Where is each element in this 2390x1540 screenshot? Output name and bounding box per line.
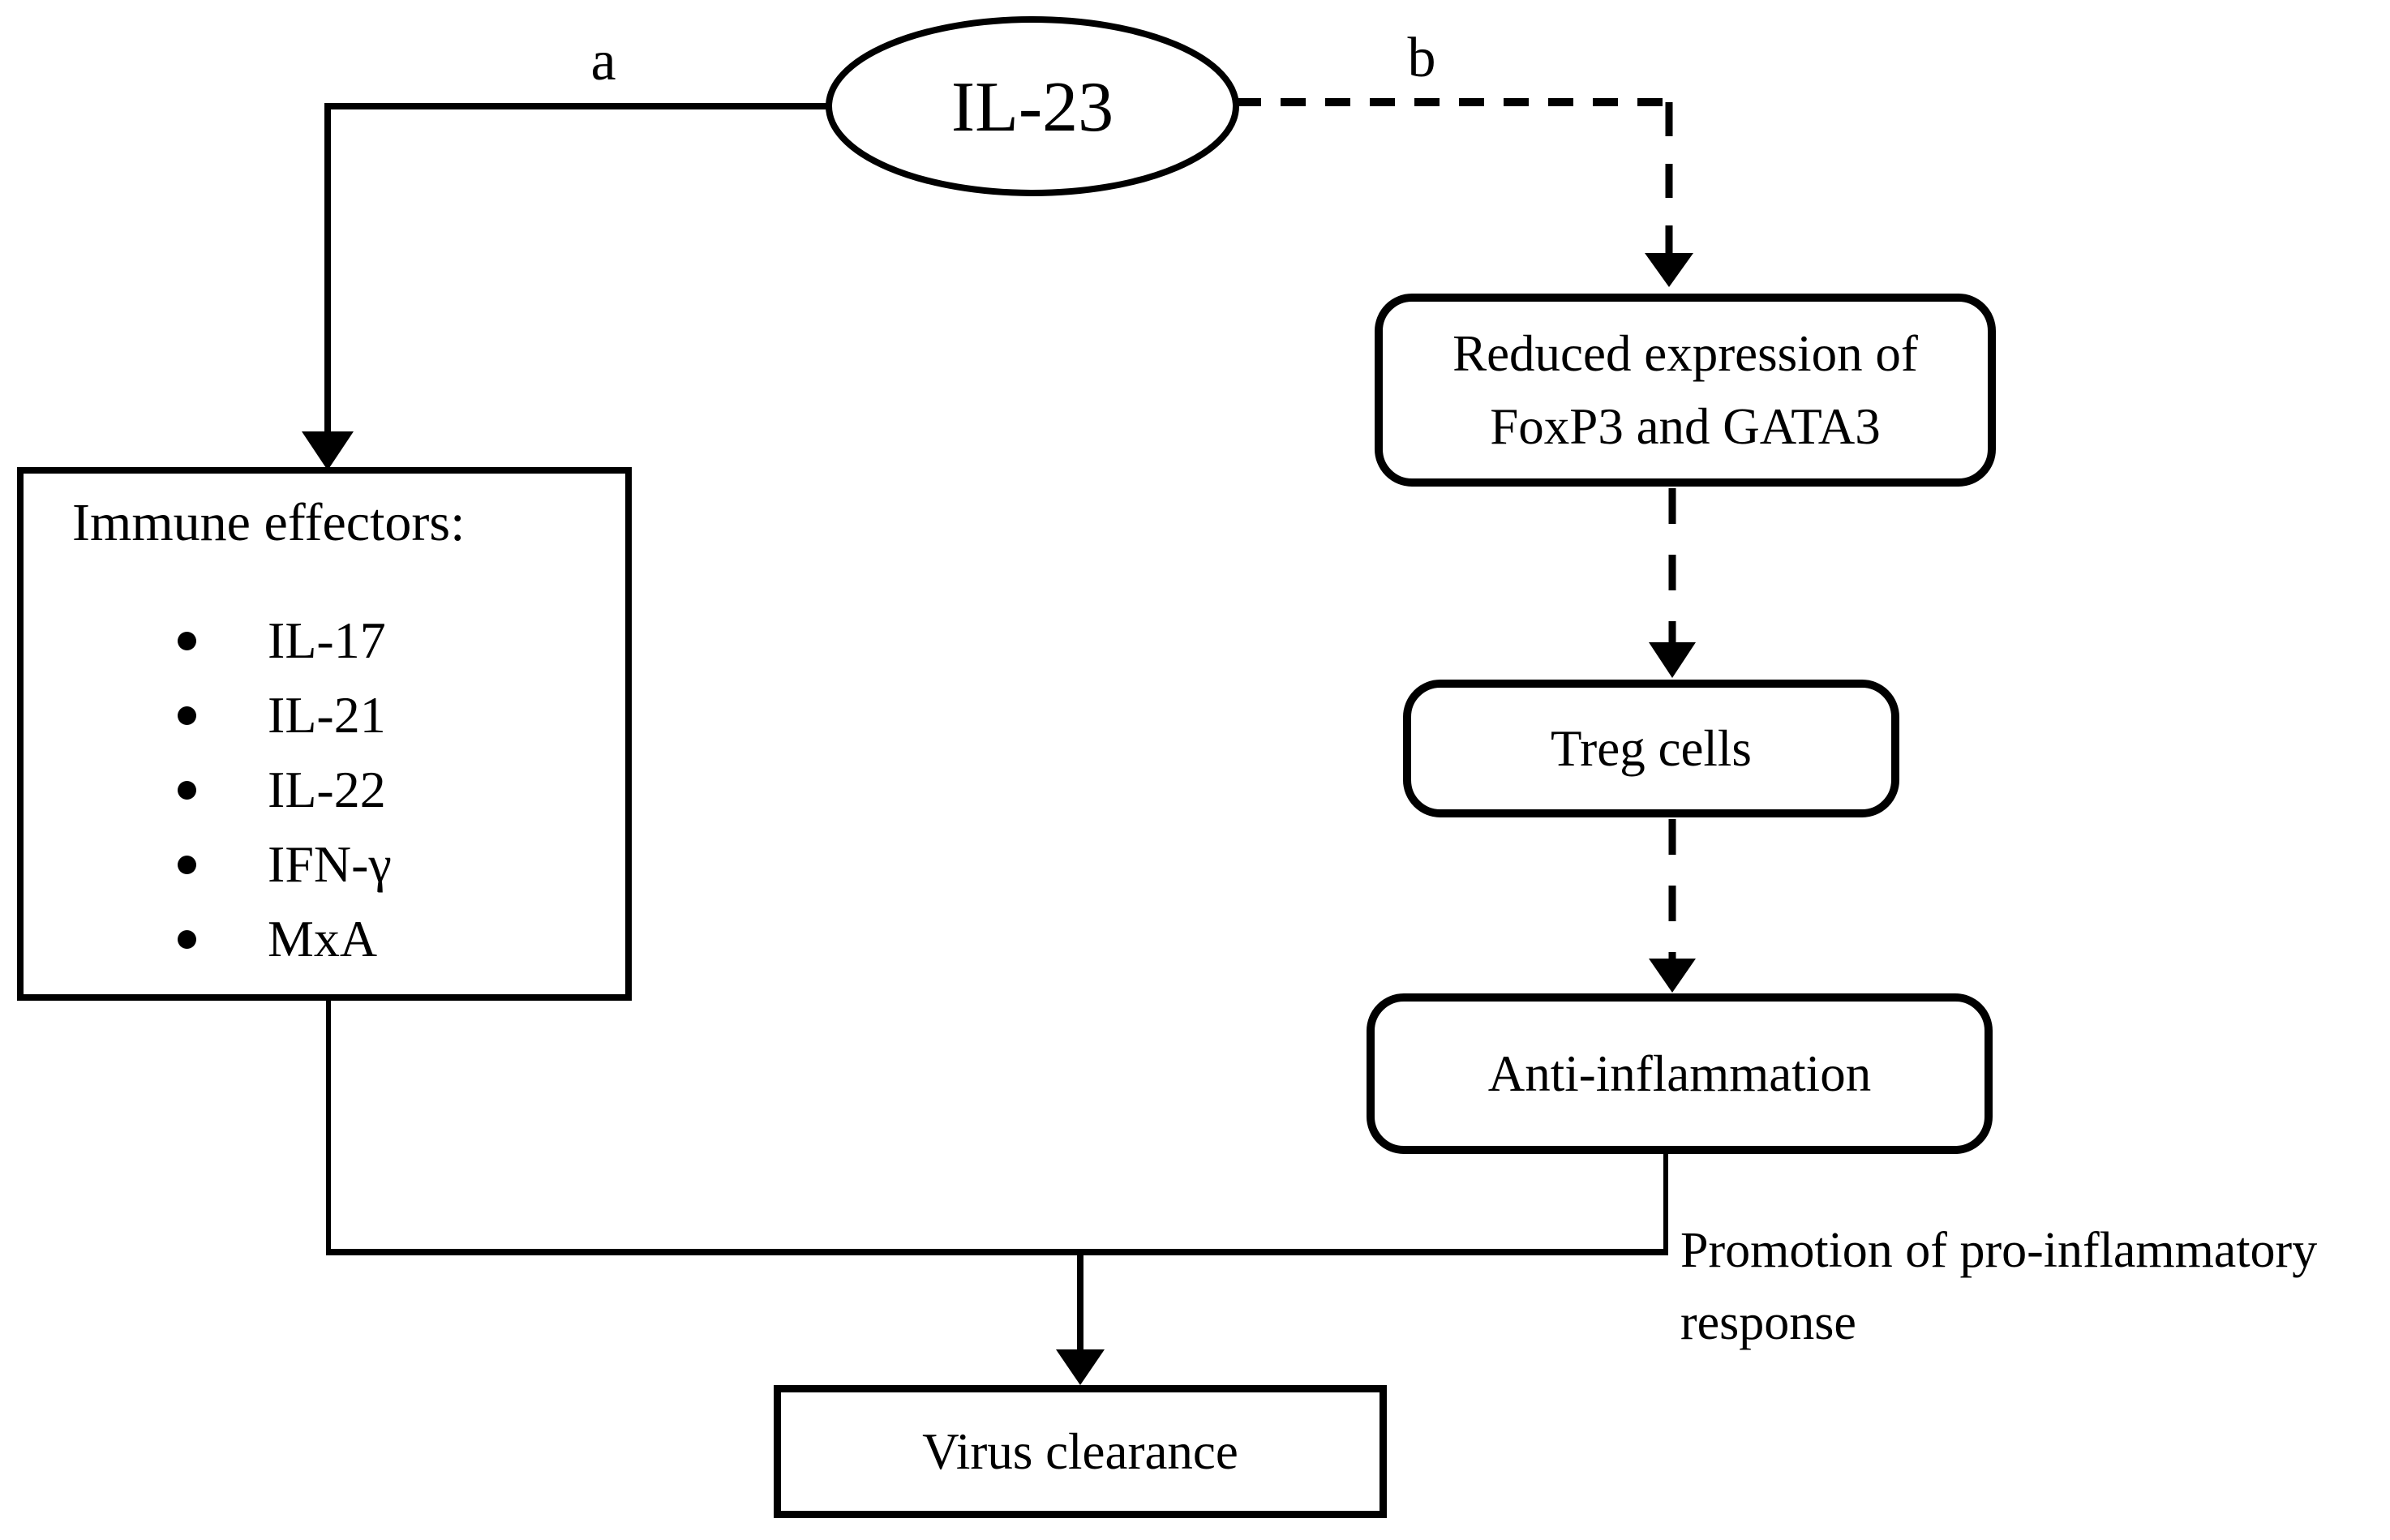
bullet-icon <box>178 929 196 949</box>
list-item: IFN-γ <box>24 827 625 902</box>
immune-effector-il17: IL-17 <box>268 611 386 669</box>
promotion-annotation-line1: Promotion of pro-inflammatory <box>1680 1223 2318 1278</box>
edge-to-virus-arrowhead-icon <box>1056 1349 1105 1385</box>
edge-a-arrowhead-icon <box>302 431 354 470</box>
immune-effector-il21: IL-21 <box>268 686 386 744</box>
promotion-annotation: Promotion of pro-inflammatory response <box>1680 1215 2317 1359</box>
immune-effectors-node: Immune effectors: IL-17 IL-21 IL-22 IFN-… <box>17 467 632 1001</box>
bullet-icon <box>178 855 196 874</box>
bullet-icon <box>178 780 196 800</box>
virus-clearance-node: Virus clearance <box>774 1385 1387 1518</box>
anti-inflammation-label: Anti-inflammation <box>1487 1045 1872 1102</box>
promotion-annotation-line2: response <box>1680 1295 1856 1350</box>
reduced-expression-line2: FoxP3 and GATA3 <box>1490 398 1881 455</box>
il23-node-label: IL-23 <box>950 67 1114 147</box>
treg-cells-node: Treg cells <box>1403 680 1899 817</box>
list-item: IL-21 <box>24 678 625 753</box>
immune-effectors-list: IL-17 IL-21 IL-22 IFN-γ MxA <box>24 603 625 976</box>
immune-effector-il22: IL-22 <box>268 761 386 818</box>
treg-cells-label: Treg cells <box>1551 720 1752 777</box>
list-item: IL-17 <box>24 603 625 678</box>
il23-node-ellipse <box>826 16 1239 196</box>
edge-b-label: b <box>1407 27 1436 89</box>
bullet-icon <box>178 706 196 725</box>
immune-effectors-title: Immune effectors: <box>72 493 466 552</box>
edge-reduced-to-treg-arrowhead-icon <box>1649 642 1696 678</box>
list-item: IL-22 <box>24 753 625 827</box>
reduced-expression-node: Reduced expression of FoxP3 and GATA3 <box>1375 294 1996 487</box>
anti-inflammation-node: Anti-inflammation <box>1367 993 1993 1154</box>
list-item: MxA <box>24 902 625 976</box>
edge-a-label: a <box>590 30 616 92</box>
virus-clearance-label: Virus clearance <box>922 1423 1238 1480</box>
immune-effector-mxa: MxA <box>268 910 378 967</box>
edge-a-line <box>324 103 829 433</box>
edge-treg-to-anti-arrowhead-icon <box>1649 959 1696 993</box>
bullet-icon <box>178 631 196 650</box>
immune-effector-ifn-gamma: IFN-γ <box>268 835 392 893</box>
edge-b-arrowhead-icon <box>1645 253 1693 287</box>
reduced-expression-line1: Reduced expression of <box>1452 325 1918 382</box>
